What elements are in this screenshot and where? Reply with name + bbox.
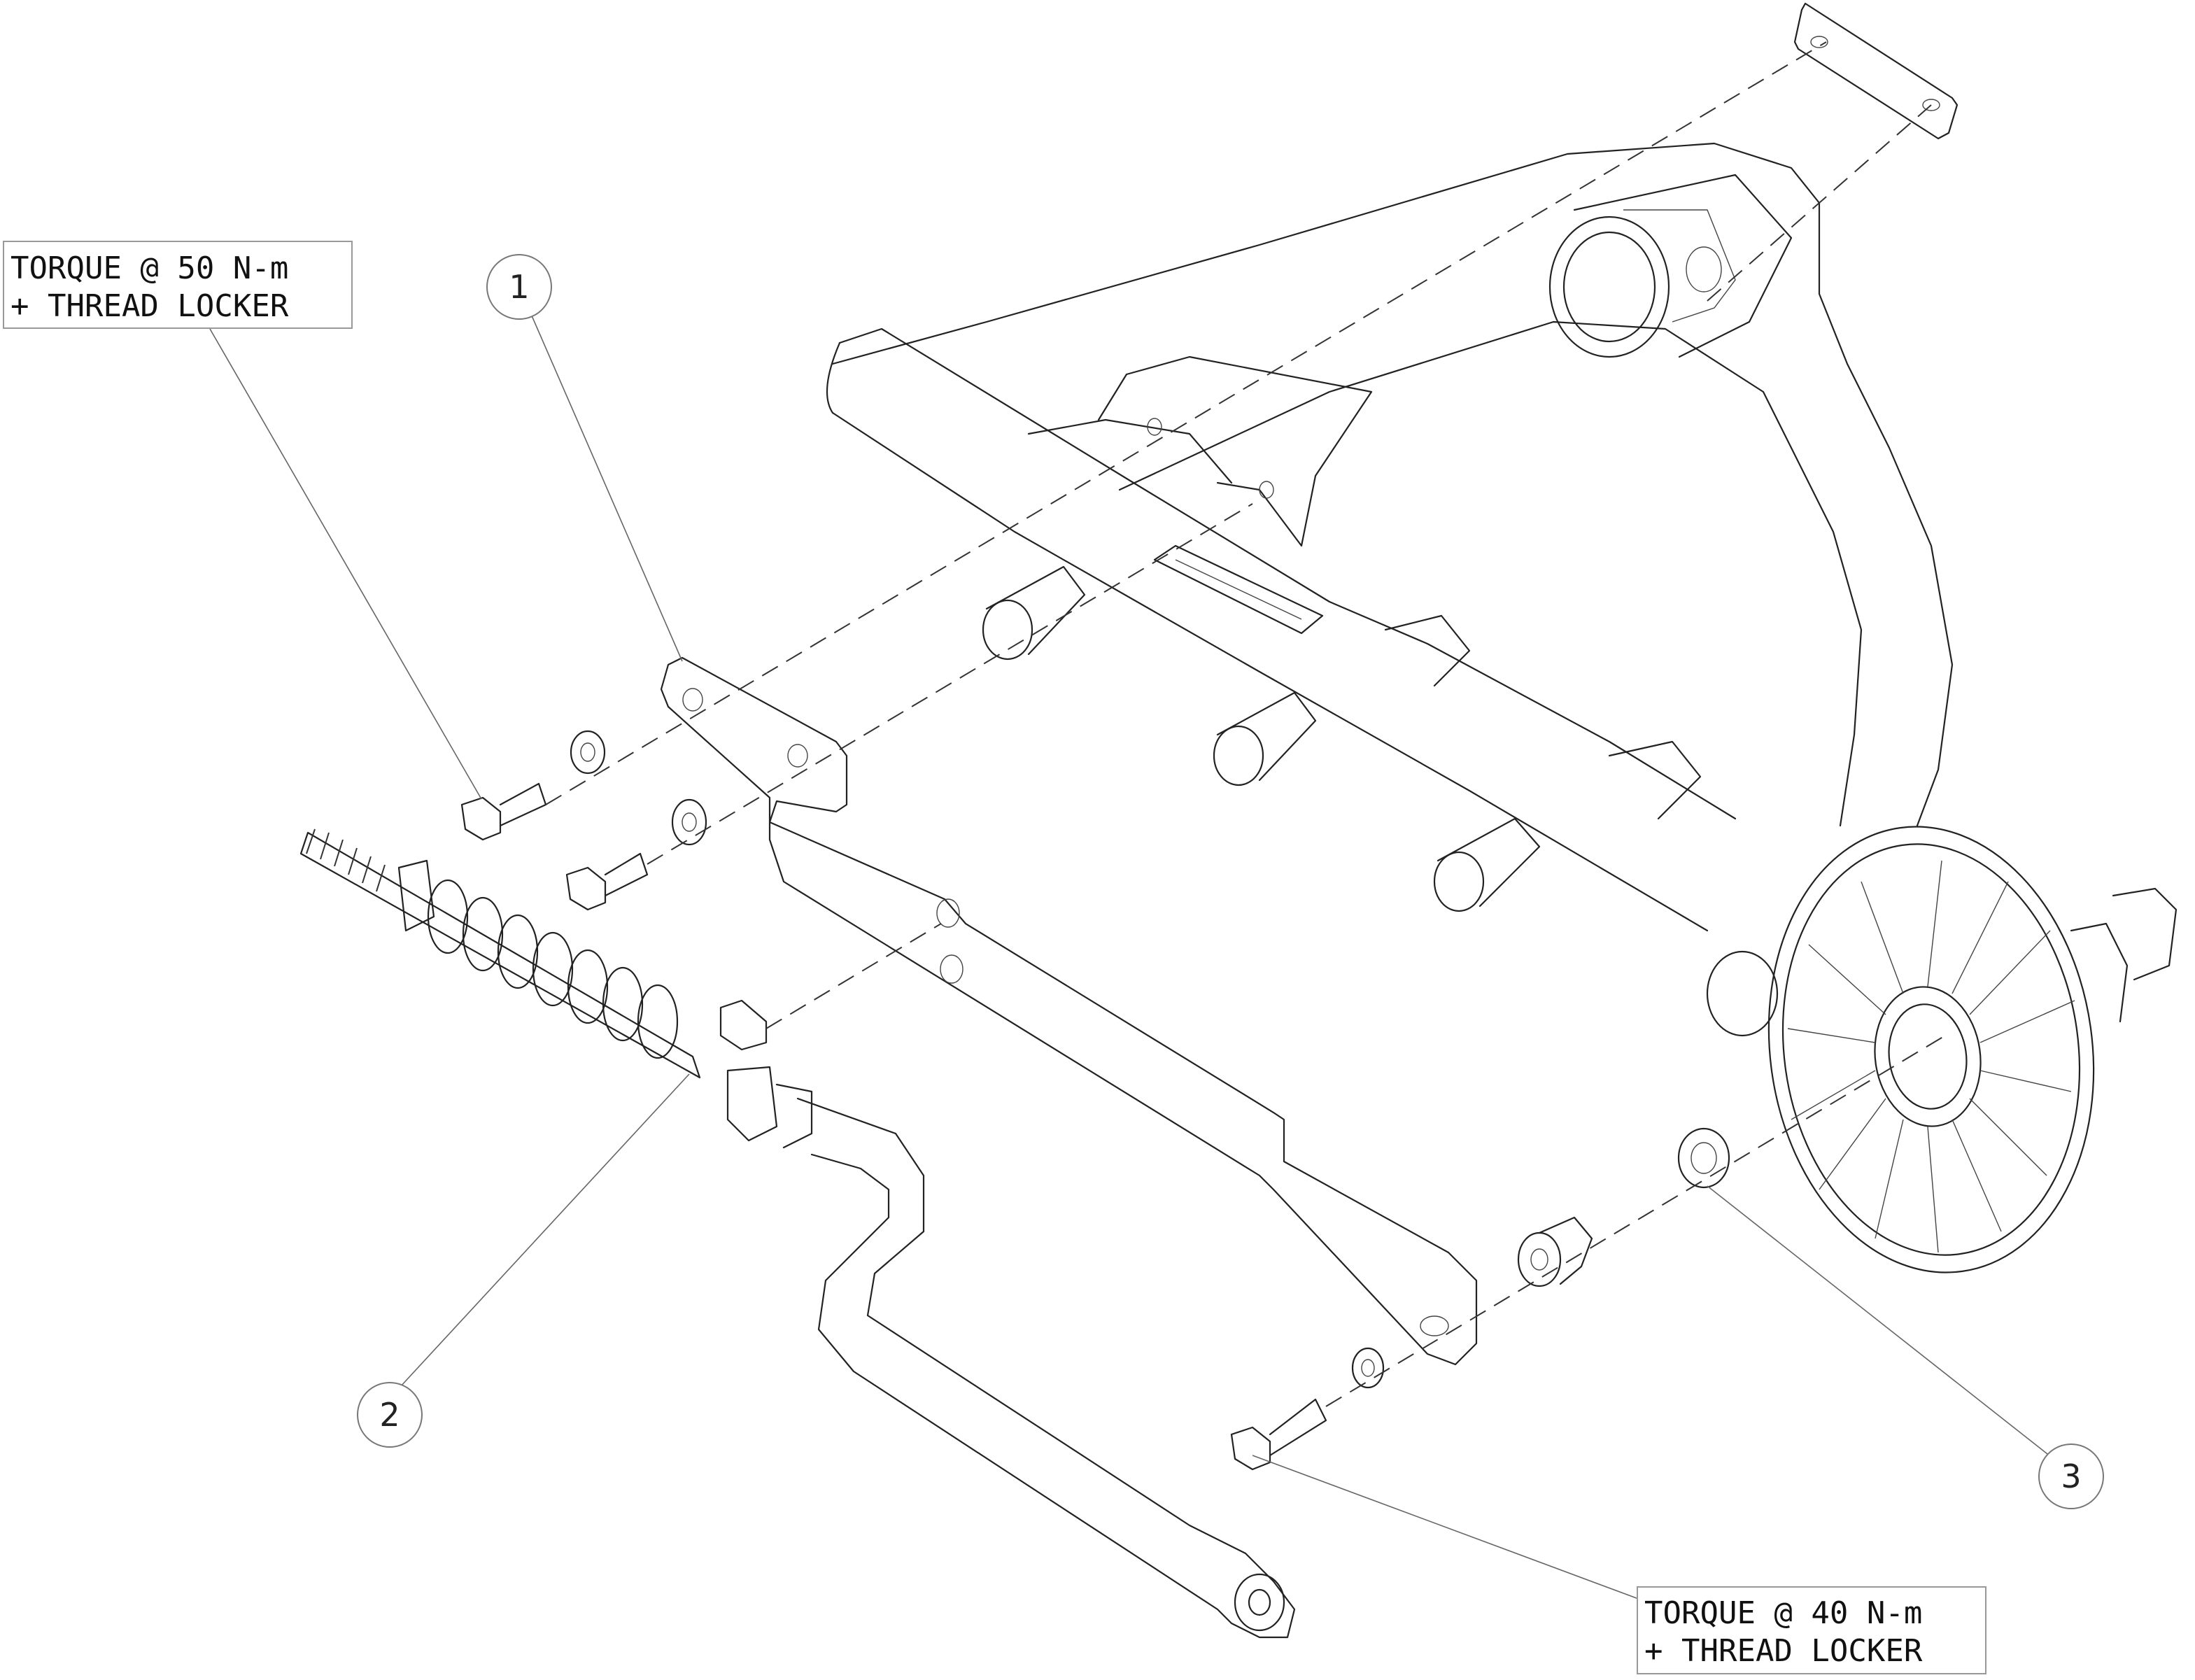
torque-note-50: TORQUE @ 50 N-m + THREAD LOCKER [3,241,353,329]
lower-right-bolt [1230,1398,1327,1471]
rear-wheel [1767,826,2129,1273]
svg-text:2: 2 [379,1396,400,1434]
anti-tip-linkage [796,1097,1296,1639]
svg-text:3: 3 [2061,1457,2081,1495]
svg-text:+ THREAD LOCKER: + THREAD LOCKER [10,288,289,324]
callout-1: 1 [486,254,552,320]
wheel-washer-part-3 [1677,1127,1730,1189]
spacer-bushing [1517,1216,1593,1287]
lower-bolt [565,852,649,911]
callout-2: 2 [357,1382,423,1448]
svg-text:+ THREAD LOCKER: + THREAD LOCKER [1644,1633,1923,1669]
spring-rod-part-2 [299,828,813,1149]
lower-washer [671,798,707,846]
leader-lines [209,286,2054,1603]
upper-washer [570,730,606,775]
svg-text:TORQUE @ 40 N-m: TORQUE @ 40 N-m [1644,1595,1922,1631]
svg-text:1: 1 [509,268,529,306]
svg-text:TORQUE @ 50 N-m: TORQUE @ 50 N-m [10,250,288,286]
upper-bolt [460,782,547,841]
lower-right-washer [1351,1347,1385,1389]
torque-note-40: TORQUE @ 40 N-m + THREAD LOCKER [1637,1586,1986,1674]
main-frame [826,2,2178,1037]
callout-3: 3 [2038,1443,2104,1509]
swing-arm-part-1 [660,656,1478,1366]
assembly-axis-lines [545,41,1946,1407]
